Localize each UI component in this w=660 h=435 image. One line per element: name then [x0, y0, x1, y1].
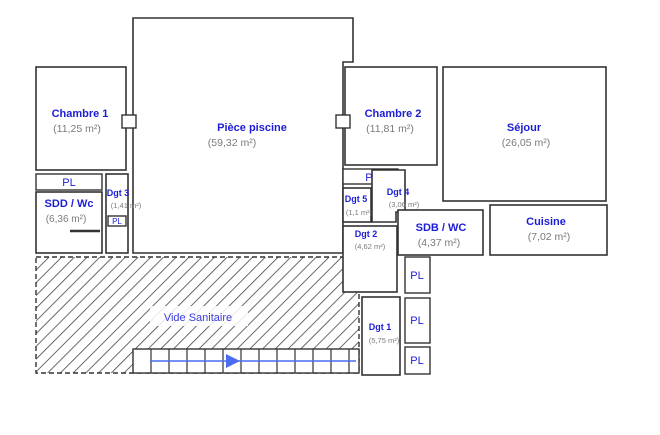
room-area-sdd-wc: (6,36 m²) — [46, 214, 87, 225]
room-area-dgt-2: (4,62 m²) — [355, 242, 386, 251]
room-area-chambre-1: (11,25 m²) — [53, 123, 101, 135]
room-area-piece-piscine: (59,32 m²) — [208, 137, 256, 149]
room-name-cuisine: Cuisine — [526, 216, 566, 228]
room-name-sdb-wc: SDB / WC — [416, 222, 467, 234]
room-dgt-2: Dgt 2 (4,62 m²) — [342, 225, 398, 293]
room-area-chambre-2: (11,81 m²) — [366, 123, 414, 135]
room-area-sdb-wc: (4,37 m²) — [418, 237, 461, 249]
stairs-arrow-icon — [226, 354, 240, 368]
room-area-dgt-5: (1,1 m²) — [346, 208, 373, 217]
room-dgt-1: Dgt 1 (5,75 m²) — [361, 296, 401, 376]
room-dgt-5: Dgt 5 (1,1 m²) — [342, 187, 373, 223]
room-area-sejour: (26,05 m²) — [502, 137, 550, 149]
room-area-dgt-4: (3,06 m²) — [389, 200, 420, 209]
room-area-dgt-3: (1,41 m²) — [111, 201, 142, 210]
room-area-dgt-1: (5,75 m²) — [369, 336, 400, 345]
room-chambre-2: Chambre 2 (11,81 m²) — [335, 66, 438, 166]
placard-label: PL — [410, 270, 423, 282]
placard-3: PL — [404, 256, 431, 294]
room-name-sejour: Séjour — [507, 122, 542, 134]
room-area-cuisine: (7,02 m²) — [528, 231, 571, 243]
room-cuisine: Cuisine (7,02 m²) — [489, 204, 608, 256]
room-piece-piscine: Pièce piscine (59,32 m²) — [132, 17, 354, 254]
room-dgt-3: Dgt 3 (1,41 m²) PL — [105, 173, 142, 254]
room-name-dgt-3: Dgt 3 — [107, 188, 130, 198]
placard-label: PL — [410, 315, 423, 327]
room-name-dgt-4: Dgt 4 — [387, 187, 410, 197]
room-dgt-4: Dgt 4 (3,06 m²) — [371, 169, 420, 223]
room-name-chambre-1: Chambre 1 — [52, 108, 109, 120]
room-sdb-wc: SDB / WC (4,37 m²) — [397, 209, 484, 256]
placard-label: PL — [112, 217, 122, 226]
placard-5: PL — [404, 346, 431, 375]
stairs — [132, 348, 360, 374]
placard-label: PL — [62, 177, 75, 189]
placard-label: PL — [410, 355, 423, 367]
placard-1: PL — [35, 173, 103, 191]
room-name-dgt-1: Dgt 1 — [369, 322, 392, 332]
room-sejour: Séjour (26,05 m²) — [442, 66, 607, 202]
room-sdd-wc: SDD / Wc (6,36 m²) — [35, 191, 103, 254]
vide-sanitaire-label: Vide Sanitaire — [164, 312, 232, 324]
room-name-chambre-2: Chambre 2 — [365, 108, 422, 120]
room-name-dgt-5: Dgt 5 — [345, 194, 368, 204]
room-name-dgt-2: Dgt 2 — [355, 229, 378, 239]
placard-4: PL — [404, 297, 431, 344]
room-name-sdd-wc: SDD / Wc — [45, 198, 94, 210]
room-chambre-1: Chambre 1 (11,25 m²) — [35, 66, 137, 171]
room-name-piece-piscine: Pièce piscine — [217, 122, 287, 134]
